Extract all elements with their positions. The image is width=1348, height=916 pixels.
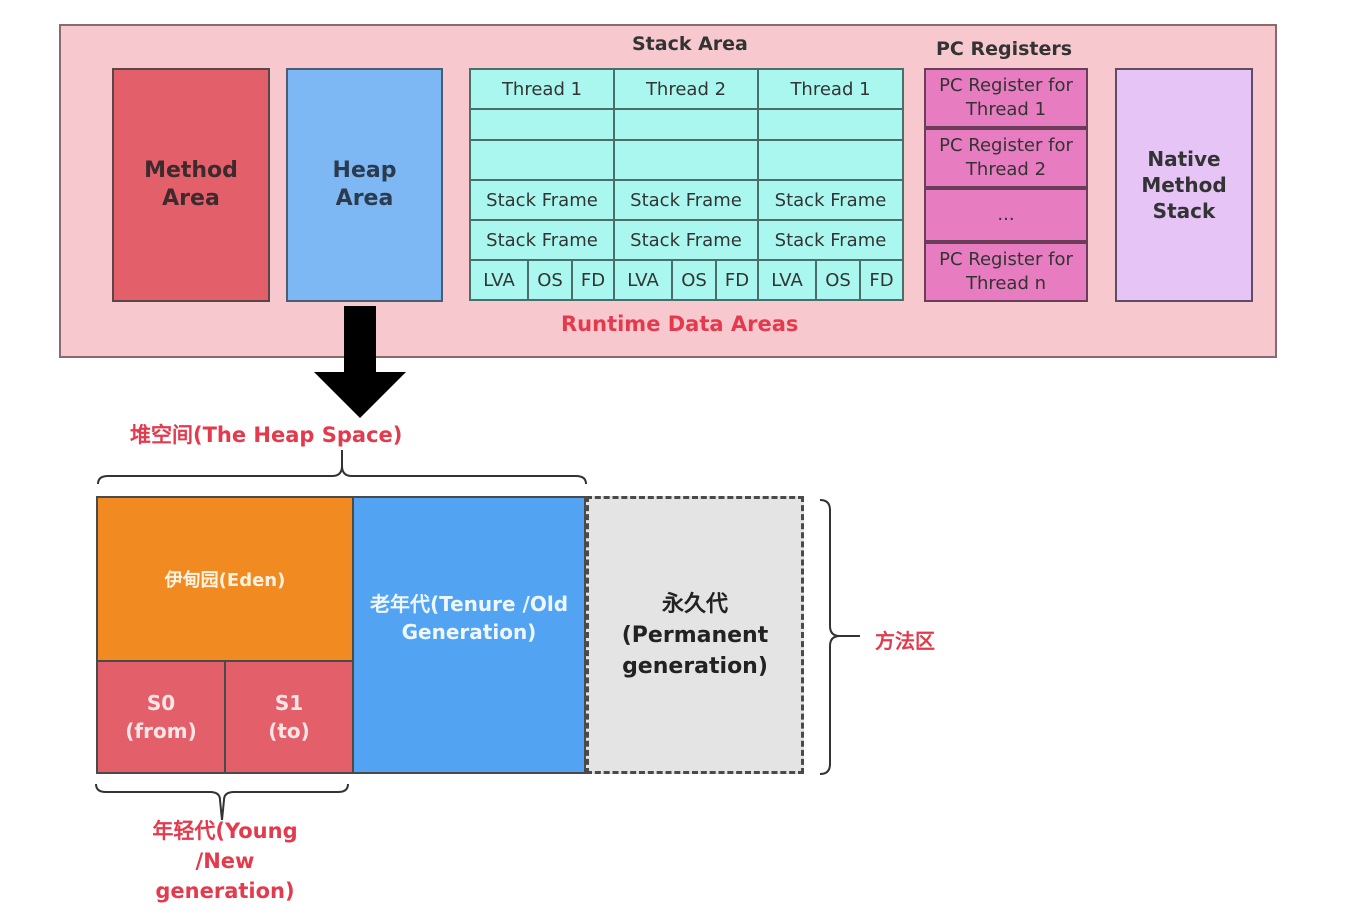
stack-frame: Stack Frame <box>613 219 759 261</box>
pc-register-line1: PC Register for <box>939 135 1073 156</box>
lva-cell: LVA <box>757 259 817 301</box>
pc-register-ellipsis: ... <box>924 188 1088 242</box>
down-arrow-icon <box>314 306 406 418</box>
s0-label-line2: (from) <box>125 719 197 743</box>
pc-register-line1: PC Register for <box>939 75 1073 96</box>
pc-register-line2: Thread 1 <box>965 99 1047 120</box>
lva-cell: LVA <box>469 259 529 301</box>
heap-area-label-line1: Heap <box>332 158 397 183</box>
stack-area-title: Stack Area <box>632 33 748 55</box>
os-cell: OS <box>527 259 573 301</box>
stack-empty-cell <box>613 139 759 181</box>
stack-frame: Stack Frame <box>469 219 615 261</box>
method-area: Method Area <box>112 68 270 302</box>
tenure-label-line2: Generation) <box>401 620 537 644</box>
survivor-s1: S1 (to) <box>224 660 354 774</box>
method-zone-brace <box>819 499 860 775</box>
young-label-line2: /New <box>195 849 255 873</box>
native-label-line1: Native <box>1147 147 1221 171</box>
tenure-old-generation: 老年代(Tenure /Old Generation) <box>352 496 586 774</box>
pc-register-item: PC Register for Thread 1 <box>924 68 1088 128</box>
method-area-label-line1: Method <box>144 158 238 183</box>
young-label-line1: 年轻代(Young <box>152 819 298 843</box>
heap-area: Heap Area <box>286 68 443 302</box>
s1-label-line2: (to) <box>268 719 310 743</box>
pc-register-line1: ... <box>997 204 1015 225</box>
os-cell: OS <box>815 259 861 301</box>
young-gen-brace <box>95 783 349 821</box>
os-cell: OS <box>671 259 717 301</box>
pc-registers-title: PC Registers <box>936 38 1073 60</box>
perm-label-line2: (Permanent <box>621 622 769 648</box>
stack-empty-cell <box>757 139 904 181</box>
thread-header-2: Thread 2 <box>613 68 759 110</box>
perm-label-line1: 永久代 <box>661 591 728 617</box>
pc-register-line2: Thread n <box>965 273 1047 294</box>
native-label-line3: Stack <box>1152 199 1216 223</box>
lva-cell: LVA <box>613 259 673 301</box>
runtime-data-areas-label: Runtime Data Areas <box>561 312 799 336</box>
pc-register-line1: PC Register for <box>939 249 1073 270</box>
pc-register-item: PC Register for Thread n <box>924 242 1088 302</box>
eden-space: 伊甸园(Eden) <box>96 496 354 662</box>
young-generation-label: 年轻代(Young /New generation) <box>120 816 330 906</box>
survivor-s0: S0 (from) <box>96 660 226 774</box>
pc-register-item: PC Register for Thread 2 <box>924 128 1088 188</box>
heap-space-label: 堆空间(The Heap Space) <box>130 423 403 447</box>
s1-label-line1: S1 <box>274 691 304 715</box>
thread-header-3: Thread 1 <box>757 68 904 110</box>
fd-cell: FD <box>859 259 904 301</box>
method-zone-label: 方法区 <box>875 629 935 653</box>
heap-space-brace <box>97 450 587 485</box>
permanent-generation: 永久代 (Permanent generation) <box>586 496 804 774</box>
method-area-label-line2: Area <box>162 186 220 211</box>
tenure-label-line1: 老年代(Tenure /Old <box>369 592 569 616</box>
native-label-line2: Method <box>1141 173 1227 197</box>
heap-area-label-line2: Area <box>335 186 394 211</box>
s0-label-line1: S0 <box>146 691 176 715</box>
pc-register-line2: Thread 2 <box>965 159 1047 180</box>
perm-label-line3: generation) <box>622 653 768 679</box>
young-label-line3: generation) <box>155 879 295 903</box>
native-method-stack: Native Method Stack <box>1115 68 1253 302</box>
